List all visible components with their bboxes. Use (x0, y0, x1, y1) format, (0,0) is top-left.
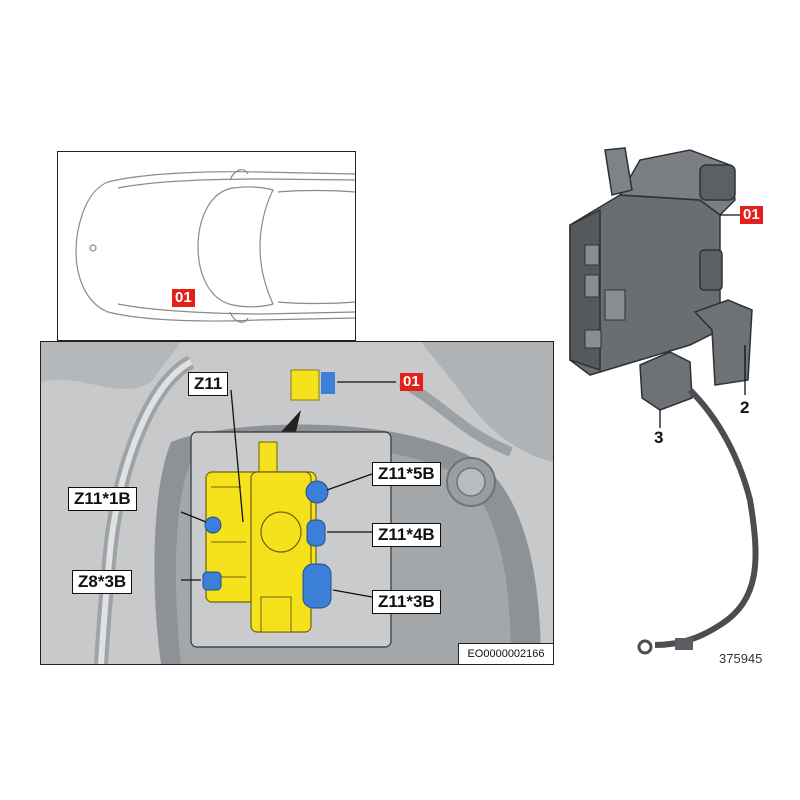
part-number-3: 3 (654, 428, 664, 447)
label-z11-3b: Z11*3B (372, 590, 441, 614)
car-outline (75, 169, 355, 323)
ring-terminal (637, 639, 653, 655)
car-location-badge: 01 (172, 289, 195, 307)
drawing-number: 375945 (719, 651, 763, 666)
car-location-panel: 01 (57, 151, 356, 341)
part-number-2: 2 (740, 398, 750, 417)
label-z11-4b: Z11*4B (372, 523, 441, 547)
label-z11: Z11 (188, 372, 229, 396)
fuse-box-highlight (205, 441, 317, 633)
engine-location-badge: 01 (400, 373, 423, 391)
reference-code: EO0000002166 (458, 643, 553, 664)
engine-bay-panel: Z11 Z11*1B Z11*5B Z11*4B Z8*3B Z11*3B 01 (40, 341, 554, 665)
ground-cable (654, 387, 759, 648)
connector-z11-3b (302, 563, 332, 609)
label-z11-5b: Z11*5B (372, 462, 441, 486)
part-3-plug (639, 351, 693, 411)
connector-z11-5b (305, 480, 329, 504)
label-z8-3b: Z8*3B (72, 570, 133, 594)
connector-z8-3b (202, 571, 222, 591)
part-badge: 01 (740, 206, 763, 224)
connector-z11-1b (204, 516, 222, 534)
label-z11-1b: Z11*1B (68, 487, 137, 511)
part-2-cover (693, 299, 753, 386)
connector-z11-4b (306, 519, 326, 547)
